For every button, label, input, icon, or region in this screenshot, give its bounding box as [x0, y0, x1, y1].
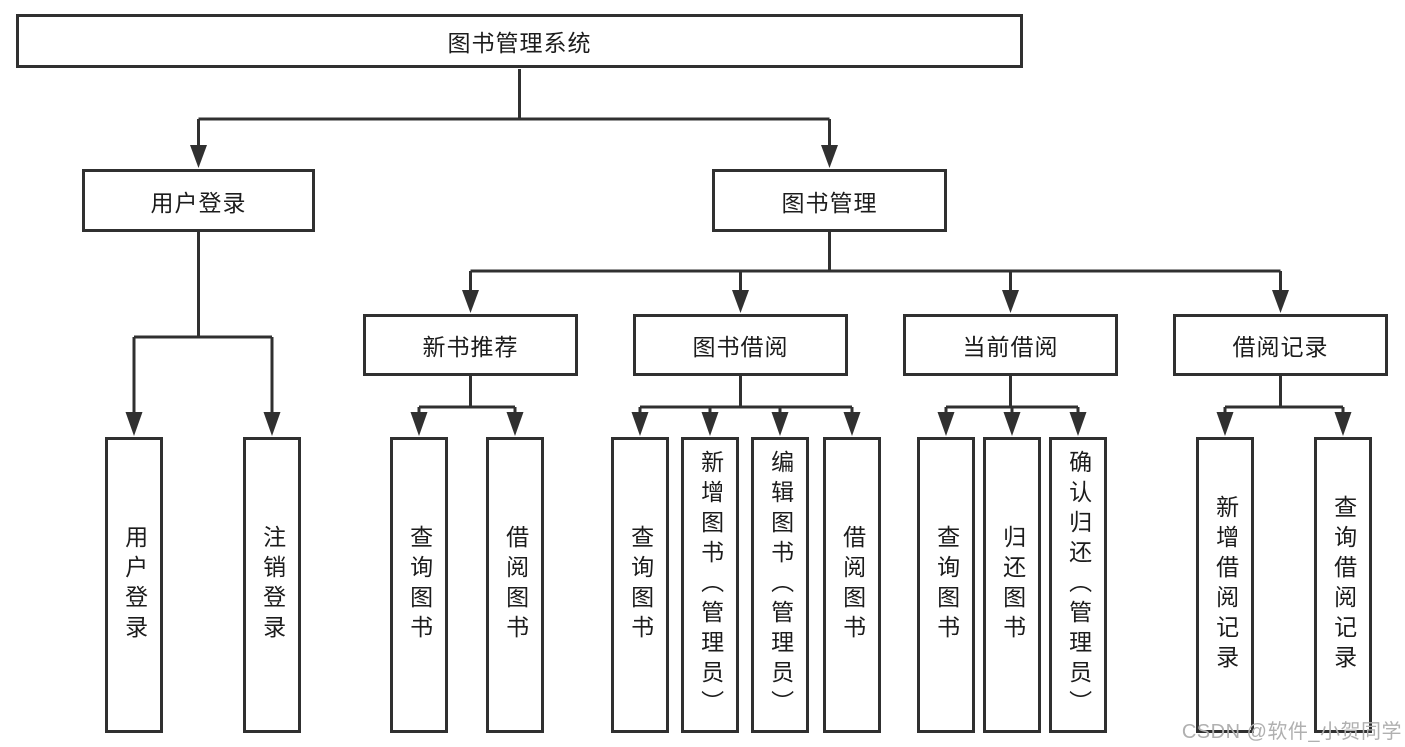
csdn-watermark: CSDN @软件_小贺同学 — [1181, 721, 1402, 743]
connector-login-children — [125, 232, 281, 436]
node-label: 用户登录 — [150, 189, 247, 216]
node-label: 借阅图书 — [502, 525, 529, 645]
connector-records-children — [1216, 376, 1352, 436]
node-label: 查询图书 — [627, 525, 654, 645]
node-book-management: 图书管理 — [712, 169, 947, 232]
leaf-newbook-query-books: 查询图书 — [390, 437, 448, 733]
node-label: 图书管理 — [781, 189, 878, 216]
leaf-borrow-borrow-books: 借阅图书 — [823, 437, 881, 733]
node-label: 新增借阅记录 — [1212, 495, 1239, 675]
node-label: 图书借阅 — [692, 334, 789, 360]
leaf-borrow-add-books-admin: 新增图书（管理员） — [681, 437, 739, 733]
leaf-current-query-books: 查询图书 — [917, 437, 975, 733]
node-label: 图书管理系统 — [447, 30, 592, 56]
leaf-newbook-borrow-books: 借阅图书 — [486, 437, 544, 733]
leaf-records-add-record: 新增借阅记录 — [1196, 437, 1254, 733]
leaf-user-login: 用户登录 — [105, 437, 163, 733]
node-book-borrowing: 图书借阅 — [633, 314, 848, 376]
leaf-current-return-books: 归还图书 — [983, 437, 1041, 733]
node-borrowing-records: 借阅记录 — [1173, 314, 1388, 376]
leaf-borrow-edit-books-admin: 编辑图书（管理员） — [751, 437, 809, 733]
node-label: 归还图书 — [999, 525, 1026, 645]
leaf-logout: 注销登录 — [243, 437, 301, 733]
node-label: 新书推荐 — [422, 334, 519, 360]
connector-current-children — [937, 376, 1087, 436]
node-label: 用户登录 — [121, 525, 148, 645]
node-new-book-recommend: 新书推荐 — [363, 314, 578, 376]
connector-borrow-children — [631, 376, 861, 436]
node-label: 确认归还（管理员） — [1065, 450, 1092, 720]
node-label: 注销登录 — [259, 525, 286, 645]
node-label: 当前借阅 — [962, 334, 1059, 360]
node-user-login-branch: 用户登录 — [82, 169, 315, 232]
node-label: 借阅记录 — [1232, 334, 1329, 360]
connector-newbook-children — [410, 376, 524, 436]
node-root-system: 图书管理系统 — [16, 14, 1023, 68]
leaf-borrow-query-books: 查询图书 — [611, 437, 669, 733]
connector-management-children — [462, 232, 1289, 313]
leaf-current-confirm-return-admin: 确认归还（管理员） — [1049, 437, 1107, 733]
node-label: 查询图书 — [406, 525, 433, 645]
leaf-records-query-record: 查询借阅记录 — [1314, 437, 1372, 733]
connector-root — [190, 69, 838, 168]
node-label: 编辑图书（管理员） — [767, 450, 794, 720]
node-label: 借阅图书 — [839, 525, 866, 645]
node-current-borrowing: 当前借阅 — [903, 314, 1118, 376]
node-label: 查询图书 — [933, 525, 960, 645]
node-label: 查询借阅记录 — [1330, 495, 1357, 675]
node-label: 新增图书（管理员） — [697, 450, 724, 720]
